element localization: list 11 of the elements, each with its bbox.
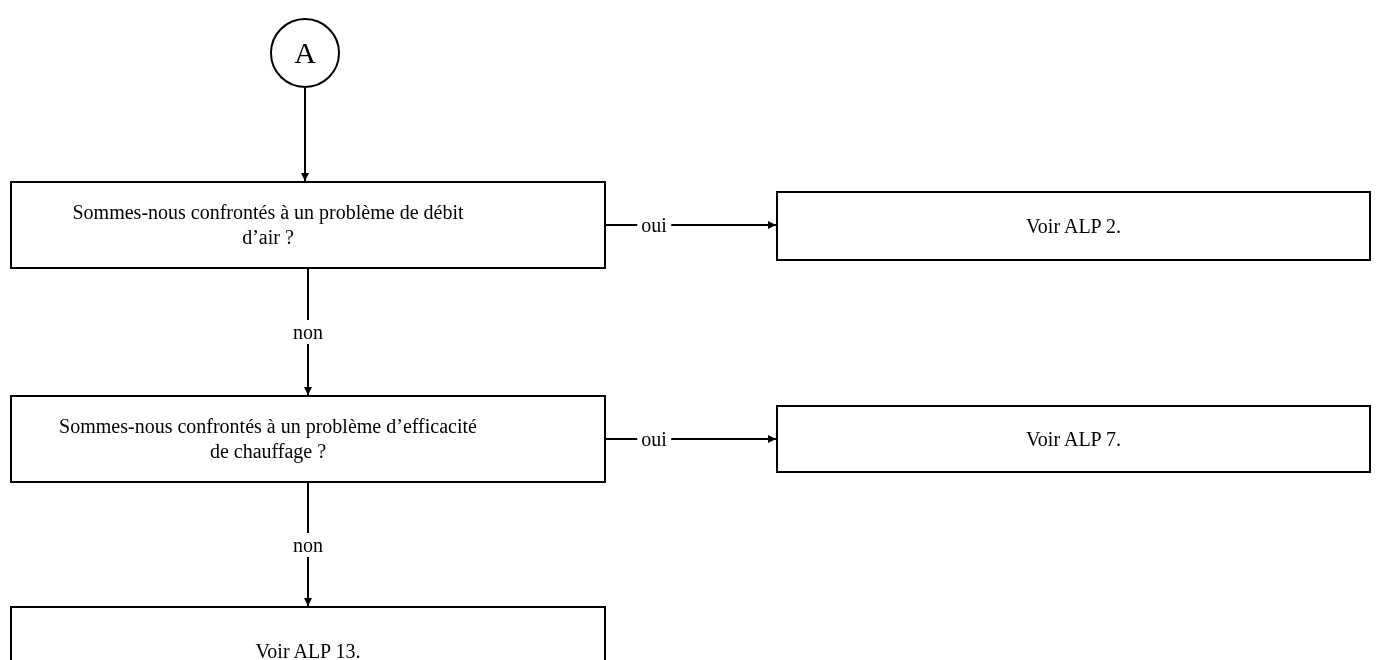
- node-text: Voir ALP 13.: [255, 638, 361, 660]
- node-text: A: [294, 35, 316, 72]
- node-text: Sommes-nous confrontés à un problème de débit d’air ?: [71, 200, 465, 250]
- decision-box: [10, 181, 606, 269]
- process-box: [776, 405, 1371, 473]
- decision-box: [10, 395, 606, 483]
- process-box: [776, 191, 1371, 261]
- node-text: Sommes-nous confrontés à un problème d’efficacité de chauffage ?: [58, 414, 478, 464]
- arrow: [301, 87, 309, 182]
- node-text: Voir ALP 7.: [1026, 426, 1121, 452]
- node-text: Voir ALP 2.: [1026, 213, 1121, 239]
